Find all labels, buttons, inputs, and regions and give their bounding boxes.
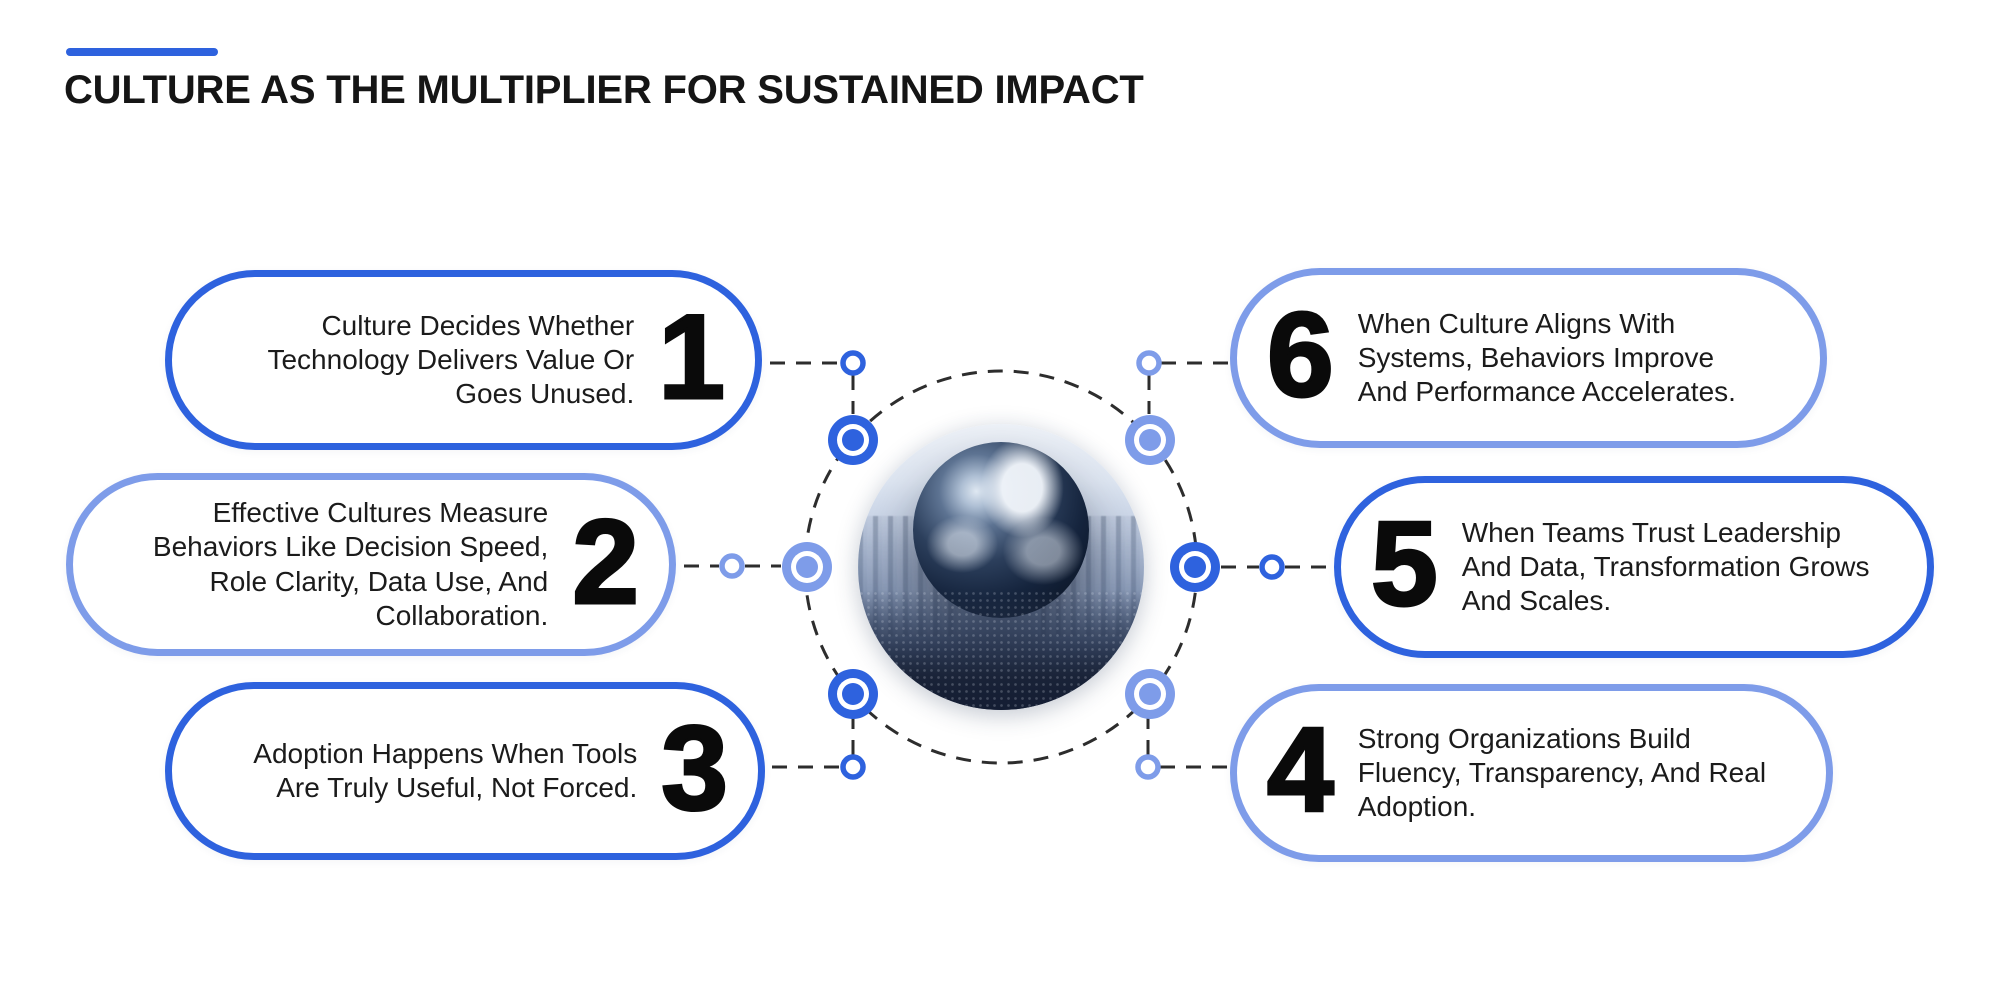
step-5-text: When Teams Trust Leadership And Data, Tr…	[1461, 516, 1870, 617]
title-accent-line	[66, 48, 218, 56]
step-4-text: Strong Organizations Build Fluency, Tran…	[1357, 722, 1767, 823]
connector-dot-3	[840, 754, 866, 780]
step-card-4: 4 Strong Organizations Build Fluency, Tr…	[1230, 684, 1833, 862]
step-card-5: 5 When Teams Trust Leadership And Data, …	[1334, 476, 1934, 658]
step-4-number: 4	[1266, 703, 1336, 837]
step-card-6: 6 When Culture Aligns With Systems, Beha…	[1230, 268, 1827, 448]
step-3-number: 3	[660, 701, 730, 835]
step-2-number: 2	[571, 494, 641, 629]
step-2-text: Effective Cultures Measure Behaviors Lik…	[152, 497, 549, 631]
step-card-2: Effective Cultures Measure Behaviors Lik…	[66, 473, 676, 656]
connector-dot-1	[840, 350, 866, 376]
connector-dot-6	[1136, 350, 1162, 376]
connector-dot-2	[719, 553, 745, 579]
connector-dot-5	[1259, 554, 1285, 580]
connector-dot-4	[1135, 754, 1161, 780]
step-5-number: 5	[1370, 497, 1440, 631]
step-card-1: Culture Decides Whether Technology Deliv…	[165, 270, 762, 450]
globe-crowd	[858, 589, 1144, 710]
step-card-3: Adoption Happens When Tools Are Truly Us…	[165, 682, 765, 860]
step-3-text: Adoption Happens When Tools Are Truly Us…	[253, 737, 638, 803]
globe-image	[858, 424, 1144, 710]
step-1-text: Culture Decides Whether Technology Deliv…	[267, 309, 635, 410]
step-1-number: 1	[657, 290, 727, 424]
page-title: CULTURE AS THE MULTIPLIER FOR SUSTAINED …	[64, 68, 1144, 112]
step-6-text: When Culture Aligns With Systems, Behavi…	[1357, 307, 1736, 408]
step-6-number: 6	[1266, 288, 1336, 422]
